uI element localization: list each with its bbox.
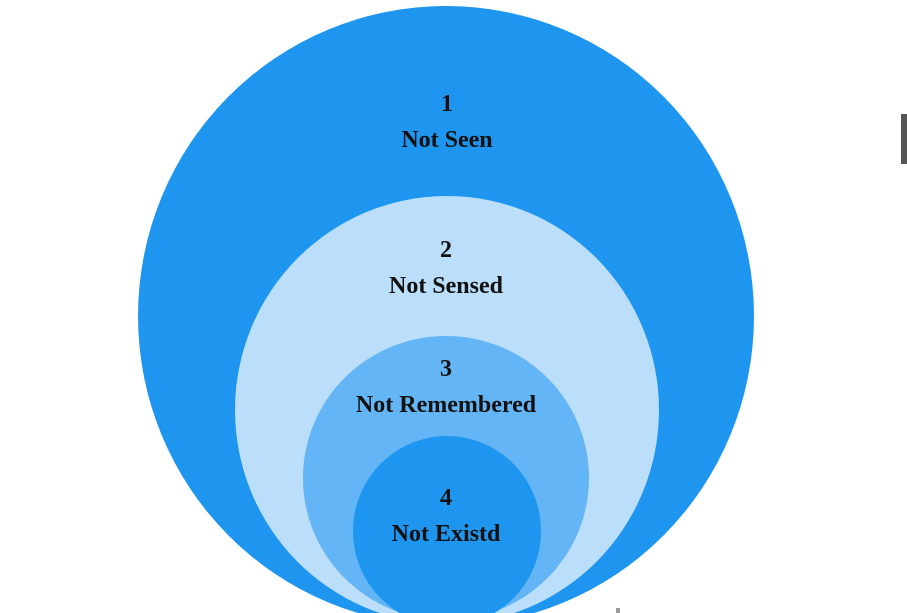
circle-3-label: Not Remembered bbox=[356, 392, 537, 418]
circle-2-number: 2 bbox=[440, 237, 452, 263]
circle-4-label: Not Existd bbox=[392, 521, 501, 547]
circle-2-label: Not Sensed bbox=[389, 273, 504, 299]
edge-scroll-handle[interactable] bbox=[901, 114, 907, 164]
edge-artifact bbox=[616, 608, 620, 613]
circle-3-number: 3 bbox=[440, 356, 452, 382]
circle-1-label: Not Seen bbox=[401, 127, 492, 153]
circle-1-number: 1 bbox=[441, 91, 453, 117]
circle-4-not-existd bbox=[353, 436, 541, 613]
circle-4-number: 4 bbox=[440, 485, 452, 511]
